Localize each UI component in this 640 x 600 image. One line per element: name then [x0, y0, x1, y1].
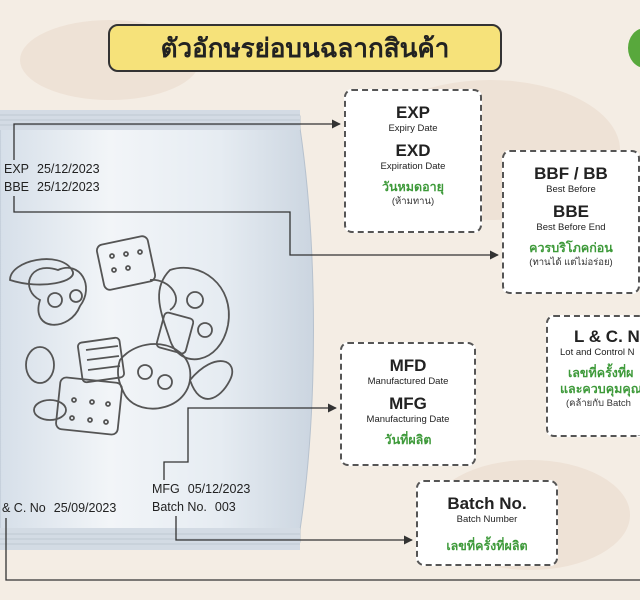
expiry-date-box: EXP Expiry Date EXD Expiration Date วันห…: [344, 89, 482, 233]
bag-bbe-label: BBE: [4, 180, 30, 194]
lot-control-thai-2: และควบคุมคุณ: [560, 382, 640, 396]
bag-exp-line: EXP 25/12/2023: [4, 162, 100, 176]
best-before-sub-bbe: Best Before End: [536, 222, 606, 233]
snack-drawing: [9, 235, 233, 436]
manufactured-sub-mfg: Manufacturing Date: [366, 414, 450, 425]
best-before-sub-bbf: Best Before: [546, 184, 596, 195]
manufactured-date-box: MFD Manufactured Date MFG Manufacturing …: [340, 342, 476, 466]
batch-sub: Batch Number: [456, 514, 518, 525]
bag-lc-label: & C. No: [2, 501, 46, 515]
best-before-thai: ควรบริโภคก่อน: [529, 241, 613, 255]
expiry-sub-exd: Expiration Date: [380, 161, 446, 172]
best-before-code-bbe: BBE: [553, 202, 589, 221]
bag-lc-line: & C. No 25/09/2023: [2, 501, 116, 515]
bag-lc-value: 25/09/2023: [53, 501, 117, 515]
lot-control-code: L & C. N: [574, 327, 640, 346]
best-before-code-bbf: BBF / BB: [534, 164, 608, 183]
batch-thai: เลขที่ครั้งที่ผลิต: [446, 539, 528, 553]
bag-exp-label: EXP: [4, 162, 30, 176]
bag-batch-label: Batch No.: [152, 500, 207, 514]
lot-control-note: (คล้ายกับ Batch: [566, 398, 631, 409]
bag-mfg-label: MFG: [152, 482, 180, 496]
connector-mfg: [163, 403, 337, 480]
brand-logo-icon: [628, 28, 640, 68]
snack-bag-illustration: [0, 110, 314, 550]
bag-bbe-value: 25/12/2023: [37, 180, 100, 194]
best-before-note: (ทานได้ แต่ไม่อร่อย): [529, 257, 613, 268]
expiry-thai: วันหมดอายุ: [381, 180, 444, 194]
connector-batch: [175, 516, 413, 545]
bag-batch-line: Batch No. 003: [152, 500, 236, 514]
expiry-code-exd: EXD: [395, 141, 431, 160]
bag-mfg-value: 05/12/2023: [187, 482, 251, 496]
lot-control-thai-1: เลขที่ครั้งที่ผ: [568, 366, 634, 380]
manufactured-sub-mfd: Manufactured Date: [367, 376, 449, 387]
lot-control-sub: Lot and Control N: [560, 347, 635, 358]
connector-bbe: [13, 196, 499, 260]
connector-exp: [13, 119, 341, 160]
expiry-code-exp: EXP: [395, 103, 431, 122]
manufactured-code-mfg: MFG: [389, 394, 427, 413]
expiry-note: (ห้ามทาน): [391, 196, 435, 207]
bag-mfg-line: MFG 05/12/2023: [152, 482, 250, 496]
batch-number-box: Batch No. Batch Number เลขที่ครั้งที่ผลิ…: [416, 480, 558, 566]
manufactured-thai: วันที่ผลิต: [384, 433, 432, 447]
bag-exp-value: 25/12/2023: [37, 162, 100, 176]
connector-lc: [5, 518, 640, 581]
lot-control-box: L & C. N Lot and Control N เลขที่ครั้งที…: [546, 315, 640, 437]
page-title: ตัวอักษรย่อบนฉลากสินค้า: [108, 24, 502, 72]
bag-body: [0, 115, 314, 543]
bag-bbe-line: BBE 25/12/2023: [4, 180, 100, 194]
manufactured-code-mfd: MFD: [389, 356, 427, 375]
expiry-sub-exp: Expiry Date: [388, 123, 438, 134]
best-before-box: BBF / BB Best Before BBE Best Before End…: [502, 150, 640, 294]
batch-code: Batch No.: [447, 494, 527, 513]
bag-batch-value: 003: [214, 500, 236, 514]
